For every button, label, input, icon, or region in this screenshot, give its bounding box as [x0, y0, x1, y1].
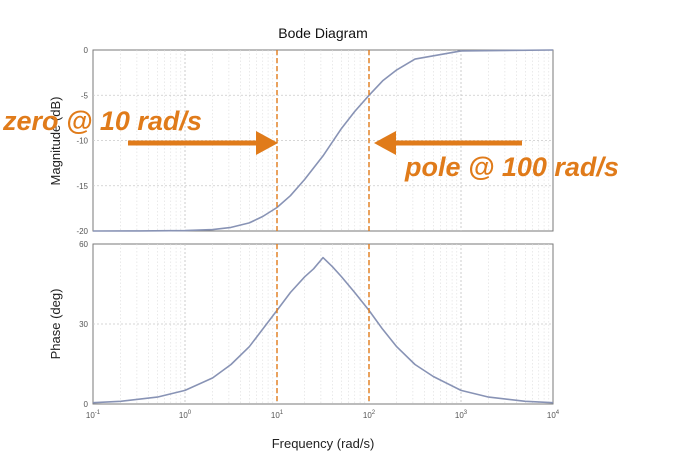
- magnitude-y-tick-label: -10: [76, 137, 88, 146]
- pole-annotation: pole @ 100 rad/s: [374, 131, 619, 182]
- zero-annotation-label: zero @ 10 rad/s: [2, 106, 202, 136]
- pole-arrow-head: [374, 131, 396, 155]
- phase-y-tick-label: 60: [79, 240, 88, 249]
- zero-arrow-head: [256, 131, 278, 155]
- response-curves: [92, 49, 554, 404]
- magnitude-y-tick-label: 0: [84, 46, 89, 55]
- zero-annotation: zero @ 10 rad/s: [2, 106, 278, 155]
- magnitude-curve: [92, 49, 554, 232]
- tick-labels: -20 -15 -10 -5 0 0 30 60 10-1 100 101 102 103 104: [76, 46, 559, 420]
- x-tick-label: 104: [547, 410, 560, 420]
- magnitude-y-tick-label: -15: [76, 182, 88, 191]
- phase-curve: [92, 256, 554, 404]
- magnitude-axis-label: Magnitude (dB): [48, 97, 63, 186]
- x-tick-label: 100: [179, 410, 192, 420]
- magnitude-y-tick-label: -20: [76, 227, 88, 236]
- frequency-markers: [276, 50, 370, 404]
- x-tick-label: 103: [455, 410, 468, 420]
- phase-y-tick-label: 0: [84, 400, 89, 409]
- magnitude-y-tick-label: -5: [81, 91, 89, 100]
- phase-y-tick-label: 30: [79, 320, 88, 329]
- x-tick-label: 101: [271, 410, 284, 420]
- pole-annotation-label: pole @ 100 rad/s: [404, 152, 619, 182]
- phase-axis-label: Phase (deg): [48, 289, 63, 360]
- frequency-axis-label: Frequency (rad/s): [272, 436, 375, 451]
- chart-title: Bode Diagram: [278, 25, 368, 41]
- x-tick-label: 10-1: [86, 410, 101, 420]
- x-tick-label: 102: [363, 410, 376, 420]
